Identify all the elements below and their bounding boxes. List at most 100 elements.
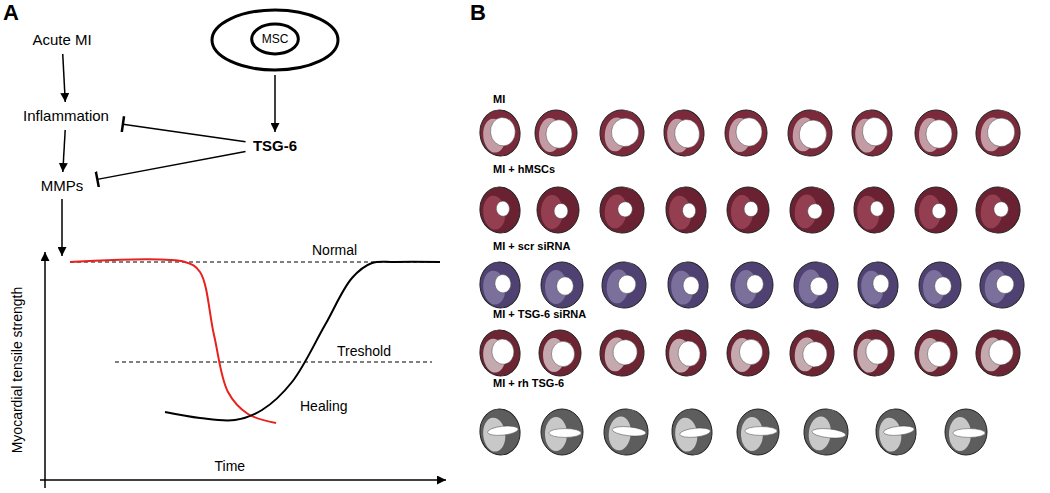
axis-title: Myocardial tensile strength — [9, 287, 25, 454]
ventricle-lumen — [865, 338, 890, 365]
slice-wall — [725, 110, 767, 156]
slice-wall — [541, 409, 583, 455]
ventricle-lumen — [745, 427, 777, 436]
slice-wall — [664, 185, 709, 235]
heart-slice — [478, 407, 523, 457]
inhibition-line — [97, 152, 245, 180]
reference-line-label: Normal — [312, 242, 357, 258]
ventricle-lumen — [612, 425, 647, 437]
heart-slice — [478, 108, 523, 158]
slice-wall — [598, 185, 647, 235]
curve-label: Healing — [300, 398, 347, 414]
ventricle-lumen — [798, 119, 828, 150]
slice-wall — [662, 108, 707, 158]
heart-slice — [788, 185, 837, 235]
heart-slice — [725, 110, 767, 156]
ventricle-lumen — [872, 274, 890, 294]
heart-slice — [666, 260, 711, 310]
ventricle-lumen — [926, 120, 952, 149]
cell-membrane — [212, 10, 338, 70]
arrow-connector — [63, 54, 66, 102]
ventricle-lumen — [487, 425, 519, 437]
ventricle-lumen — [988, 338, 1015, 366]
ventricle-lumen — [554, 203, 568, 218]
node-text: MSC — [262, 33, 289, 47]
heart-slice — [731, 262, 773, 308]
heart-slice — [915, 110, 957, 156]
ventricle-lumen — [870, 200, 885, 216]
panel-letter: B — [470, 0, 486, 25]
heart-slice — [727, 330, 769, 376]
slice-wall — [541, 262, 583, 308]
slice-wall — [788, 328, 837, 378]
ventricle-lumen — [682, 276, 700, 296]
ventricle-lumen — [489, 116, 517, 147]
heart-slice — [974, 185, 1023, 235]
ventricle-lumen — [617, 274, 636, 294]
slice-wall — [978, 260, 1027, 310]
slice-wall — [598, 328, 647, 378]
heart-slice — [802, 407, 851, 457]
heart-slice — [541, 262, 583, 308]
slice-wall — [786, 108, 835, 158]
slice-wall — [974, 328, 1023, 378]
slice-wall — [856, 260, 901, 310]
slice-wall — [874, 407, 919, 457]
group-label: MI — [493, 93, 505, 106]
heart-slice — [478, 185, 523, 235]
ventricle-lumen — [612, 338, 639, 366]
group-label: MI + hMSCs — [493, 163, 555, 176]
node-text: TSG-6 — [253, 137, 297, 154]
slice-wall — [535, 110, 577, 156]
inhibition-line — [123, 124, 246, 142]
slice-wall — [852, 328, 897, 378]
slice-wall — [850, 108, 895, 158]
ventricle-lumen — [677, 340, 702, 367]
slice-wall — [478, 185, 523, 235]
ventricle-lumen — [883, 425, 915, 437]
cell-nucleus — [252, 24, 299, 54]
effect-arrow — [61, 199, 63, 256]
heart-slice — [598, 185, 647, 235]
heart-slice — [874, 407, 919, 457]
ventricle-lumen — [736, 118, 762, 147]
heart-slice — [788, 328, 837, 378]
slice-wall — [974, 108, 1023, 158]
healing-curve — [165, 262, 440, 421]
heart-slice — [535, 110, 577, 156]
process-label: Acute MI — [28, 29, 96, 51]
slice-wall — [788, 185, 837, 235]
heart-slice — [541, 409, 583, 455]
heart-slice — [737, 409, 779, 455]
ventricle-lumen — [861, 116, 889, 147]
slice-wall — [539, 330, 581, 376]
ventricle-lumen — [557, 277, 574, 295]
heart-slice — [945, 409, 987, 455]
slice-wall — [478, 407, 523, 457]
heart-slice — [662, 108, 707, 158]
slice-wall — [478, 328, 523, 378]
heart-slice — [539, 330, 581, 376]
heart-slice — [602, 407, 651, 457]
heart-slice — [727, 187, 769, 233]
slice-wall — [727, 187, 769, 233]
slice-wall — [664, 328, 709, 378]
slice-wall — [537, 187, 579, 233]
heart-slice — [478, 260, 523, 310]
ventricle-lumen — [986, 117, 1016, 148]
ventricle-lumen — [993, 201, 1009, 218]
slice-wall — [666, 260, 711, 310]
x-axis — [40, 479, 446, 481]
ventricle-lumen — [549, 429, 581, 438]
ventricle-lumen — [802, 340, 829, 368]
slice-wall — [919, 262, 961, 308]
ventricle-lumen — [739, 339, 762, 364]
heart-slice — [598, 108, 647, 158]
slice-wall — [731, 262, 773, 308]
heart-slice — [974, 328, 1023, 378]
ventricle-lumen — [953, 429, 985, 438]
slice-wall — [727, 330, 769, 376]
slice-wall — [945, 409, 987, 455]
ventricle-lumen — [807, 203, 823, 220]
slice-wall — [598, 108, 647, 158]
